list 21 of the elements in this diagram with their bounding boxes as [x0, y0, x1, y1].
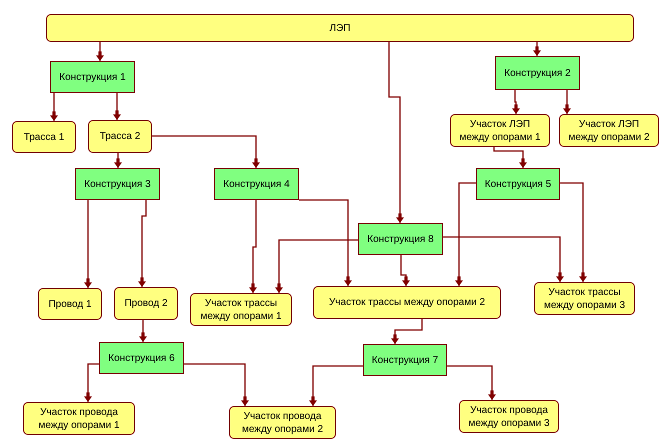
construction-box: Конструкция 6: [99, 342, 184, 374]
element-box: ЛЭП: [46, 14, 634, 42]
construction-box: Конструкция 7: [363, 344, 447, 376]
element-box: Участок трассы между опорами 2: [313, 286, 501, 319]
element-box: Провод 2: [114, 287, 178, 320]
construction-box: Конструкция 4: [214, 168, 299, 200]
element-box: Участок ЛЭП между опорами 1: [450, 114, 550, 147]
element-box: Провод 1: [38, 288, 102, 320]
construction-box: Конструкция 8: [358, 223, 443, 255]
element-box: Участок провода между опорами 1: [23, 402, 135, 435]
construction-box: Конструкция 1: [50, 61, 135, 93]
element-box: Участок трассы между опорами 3: [534, 282, 635, 315]
element-box: Трасса 2: [88, 120, 152, 153]
element-box: Участок трассы между опорами 1: [190, 293, 292, 326]
element-box: Трасса 1: [12, 121, 76, 153]
construction-box: Конструкция 2: [495, 56, 580, 90]
element-box: Участок провода между опорами 2: [229, 406, 336, 439]
element-box: Участок ЛЭП между опорами 2: [559, 114, 659, 147]
construction-box: Конструкция 5: [476, 168, 560, 200]
element-box: Участок провода между опорами 3: [459, 400, 559, 433]
construction-box: Конструкция 3: [75, 168, 160, 200]
